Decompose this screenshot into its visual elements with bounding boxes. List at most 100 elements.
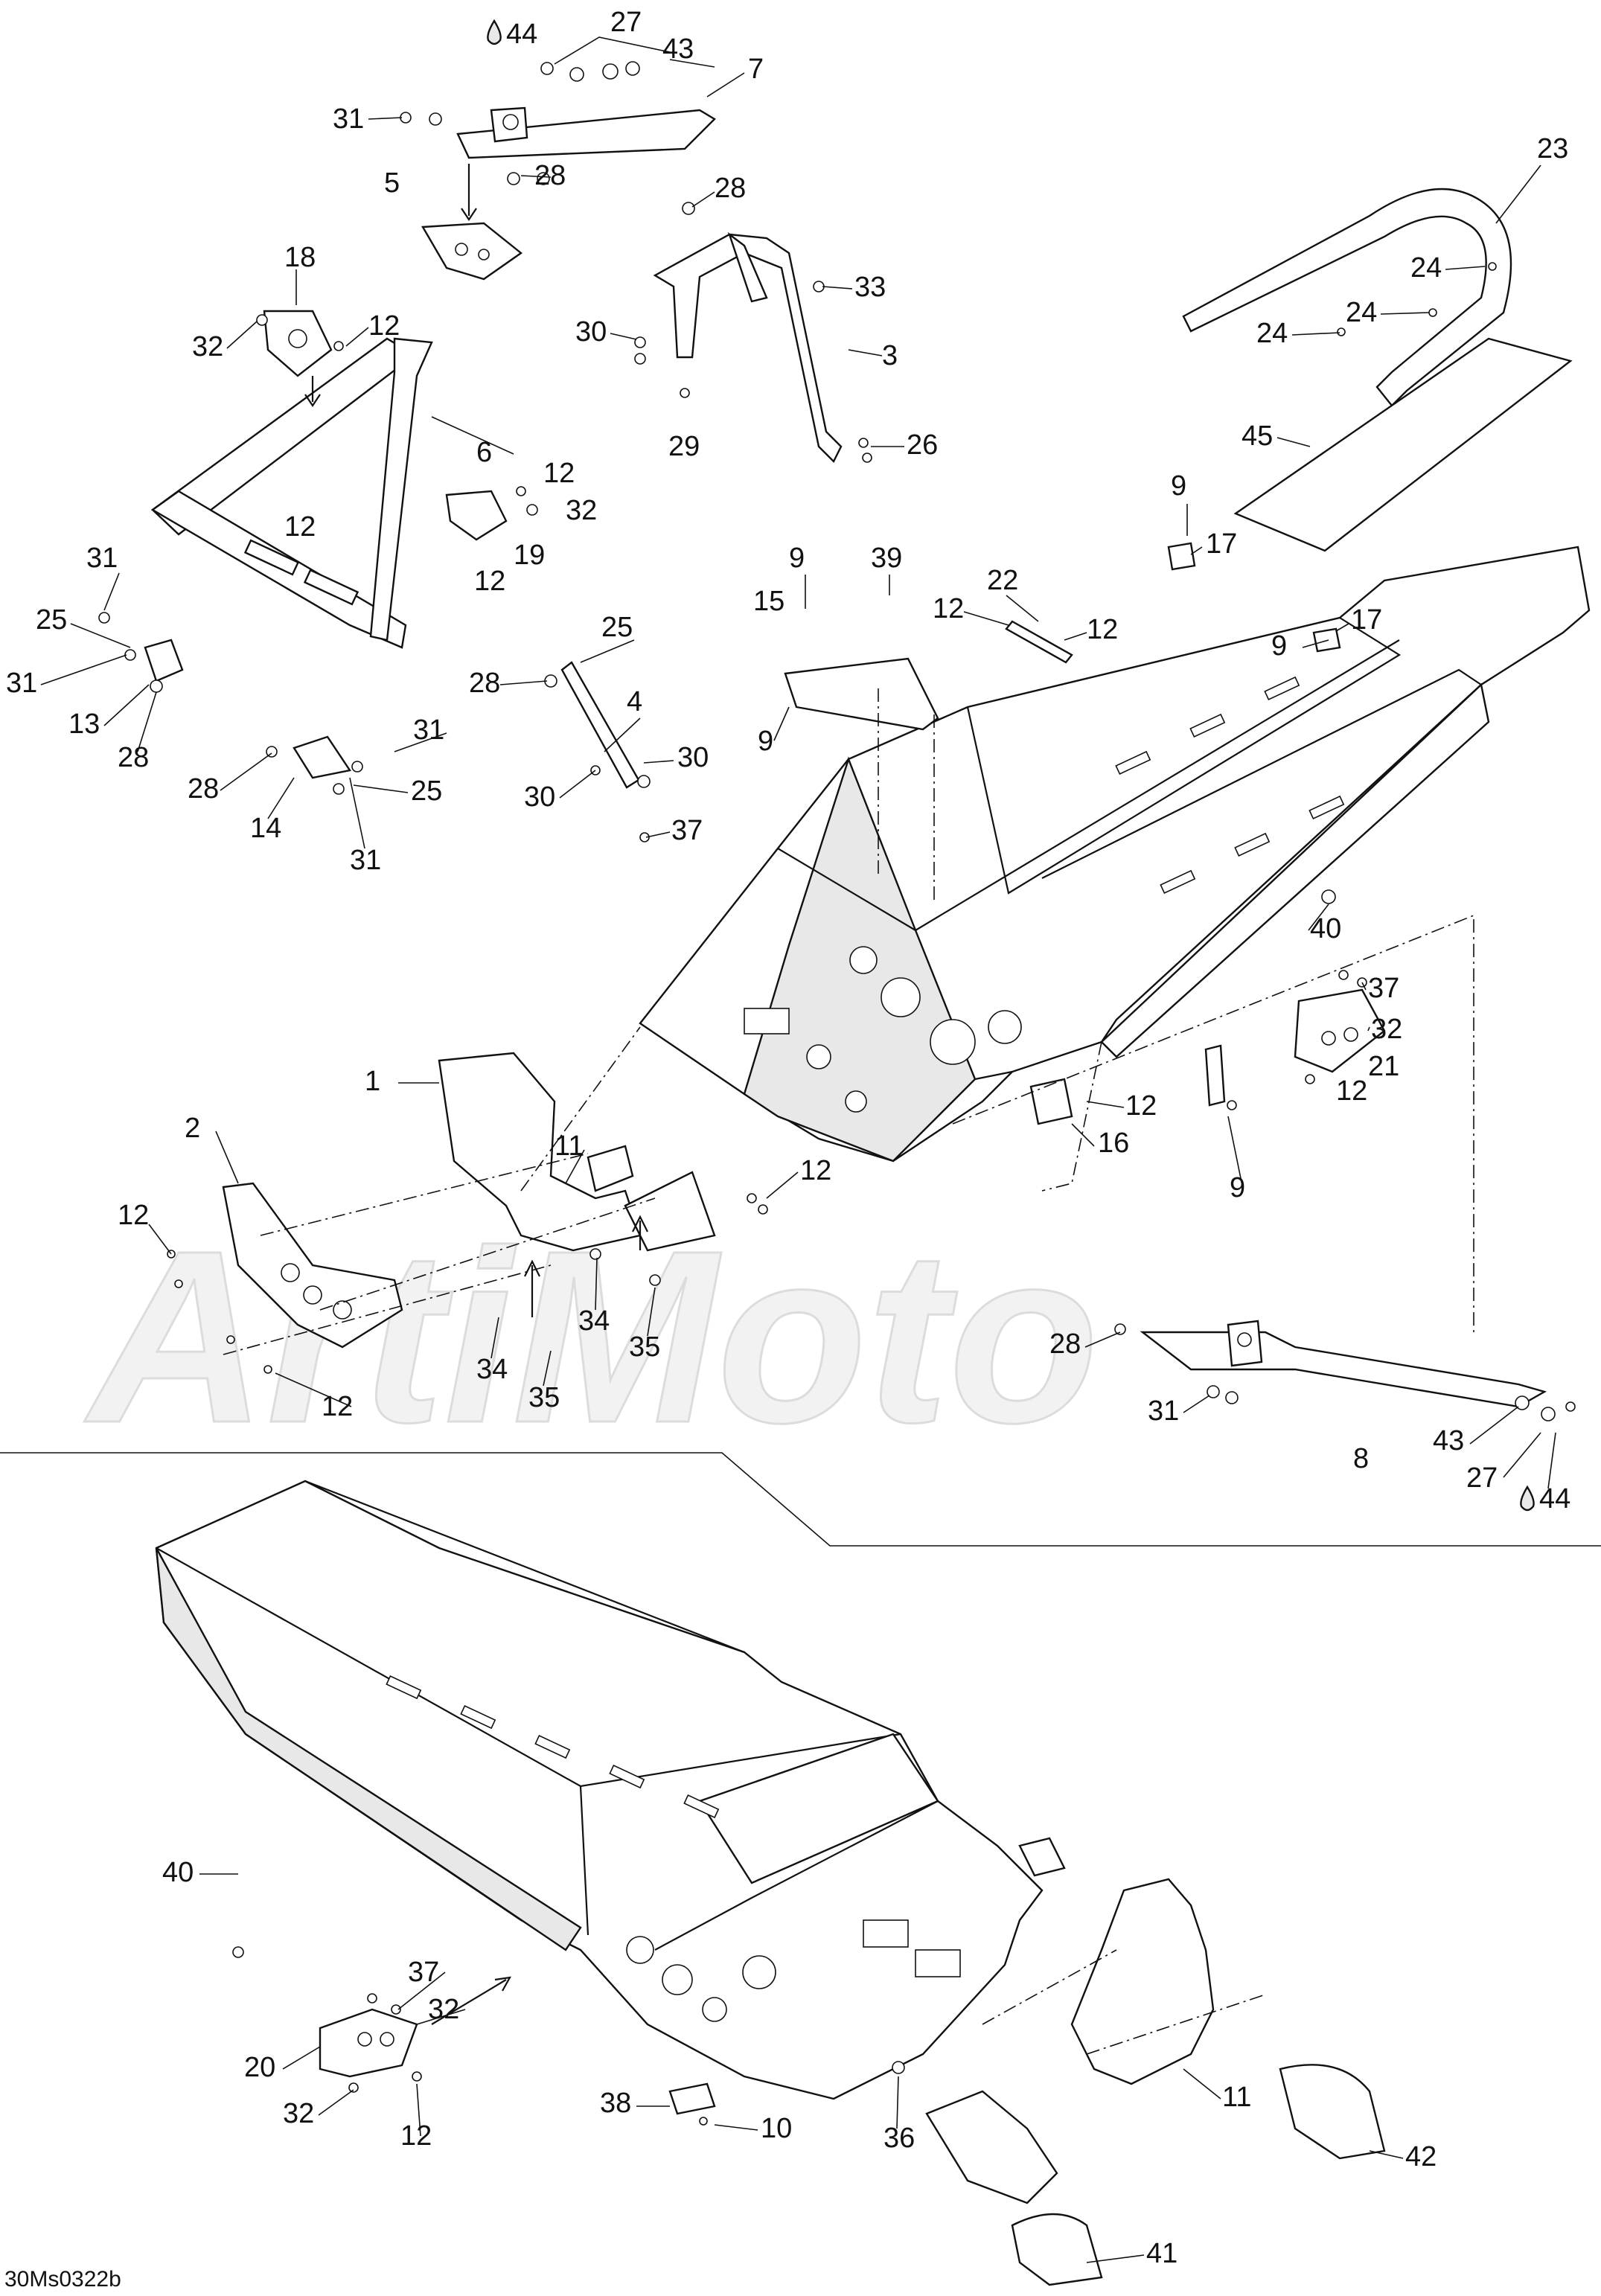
label-22: 22 [987,565,1018,596]
label-1: 1 [365,1066,380,1097]
label-30: 30 [677,742,709,773]
label-12: 12 [1087,614,1118,645]
label-20: 20 [244,2052,275,2083]
label-37: 37 [1368,973,1399,1004]
label-39: 39 [871,543,902,574]
label-12: 12 [284,511,316,543]
label-43: 43 [1433,1425,1464,1456]
label-8: 8 [1353,1443,1369,1474]
label-35: 35 [629,1331,660,1363]
label-21: 21 [1368,1051,1399,1082]
label-32: 32 [1371,1014,1402,1045]
label-9: 9 [758,726,773,757]
label-24: 24 [1410,252,1442,284]
label-6: 6 [476,437,492,468]
label-15: 15 [753,586,784,617]
lower-front-brackets [925,1878,1386,2286]
label-29: 29 [668,431,700,462]
label-5: 5 [384,167,400,199]
label-27: 27 [610,7,642,38]
label-38: 38 [600,2088,631,2119]
label-27: 27 [1466,1462,1498,1494]
label-18: 18 [284,242,316,273]
front-suspension-brackets [167,1052,768,1374]
upper-bracket [421,164,523,281]
label-12: 12 [800,1155,831,1186]
label-28: 28 [534,160,566,191]
label-32: 32 [192,331,223,362]
label-4: 4 [627,686,642,717]
label-40: 40 [162,1857,194,1888]
tie-rod [544,661,651,842]
label-36: 36 [883,2123,915,2154]
part-number-labels: 44 27 43 7 31 28 5 28 33 3 30 29 26 23 2… [6,7,1570,2269]
diagram-reference-code: 30Ms0322b [4,2267,121,2292]
label-33: 33 [854,272,886,303]
label-25: 25 [36,604,67,636]
tunnel-small-parts [784,542,1341,1125]
front-a-frame [150,310,538,649]
label-25: 25 [411,776,442,807]
label-28: 28 [715,173,746,204]
label-12: 12 [400,2120,432,2152]
lower-small-parts [232,1946,905,2126]
label-7: 7 [748,54,764,85]
label-37: 37 [671,815,703,846]
label-35: 35 [528,1382,560,1413]
label-28: 28 [469,668,500,699]
lubricant-drop-icon [1520,1485,1535,1512]
label-44: 44 [506,19,537,50]
label-28: 28 [1049,1328,1081,1360]
label-32: 32 [566,495,597,526]
label-28: 28 [188,773,219,805]
label-28: 28 [118,742,149,773]
label-2: 2 [185,1113,200,1144]
label-42: 42 [1405,2141,1437,2172]
label-3: 3 [882,340,898,371]
label-14: 14 [250,813,281,844]
label-40: 40 [1310,913,1341,944]
label-41: 41 [1146,2238,1177,2269]
small-brackets-left [98,612,363,795]
label-leaders [40,36,1556,2263]
label-26: 26 [907,429,938,461]
label-12: 12 [1336,1075,1367,1107]
label-31: 31 [413,714,444,746]
label-13: 13 [68,709,100,740]
lubricant-drop-icon [487,19,502,45]
label-9: 9 [1271,630,1287,662]
label-10: 10 [761,2113,792,2144]
label-30: 30 [575,316,607,348]
label-12: 12 [543,458,575,489]
label-12: 12 [933,593,964,624]
rear-grab-handle [1182,188,1512,407]
label-44: 44 [1539,1483,1570,1515]
label-9: 9 [1171,470,1186,502]
label-31: 31 [1148,1395,1179,1427]
label-9: 9 [789,543,805,574]
label-34: 34 [476,1354,508,1385]
label-34: 34 [578,1305,610,1337]
label-11: 11 [555,1131,584,1162]
label-19: 19 [514,540,545,571]
label-45: 45 [1242,420,1273,452]
label-12: 12 [474,566,505,597]
label-24: 24 [1346,297,1377,328]
alignment-lines-upper [223,688,1474,1355]
label-12: 12 [118,1200,149,1231]
view-separator [0,1452,1601,1547]
label-24: 24 [1256,318,1288,349]
label-31: 31 [350,845,381,876]
label-30: 30 [524,781,555,813]
rear-mat [1233,262,1573,552]
label-31: 31 [86,543,118,574]
footrest-bracket-right [1294,970,1386,1084]
label-16: 16 [1098,1128,1129,1159]
label-37: 37 [408,1957,439,1988]
label-17: 17 [1206,528,1237,560]
label-31: 31 [333,103,364,135]
tunnel-frame-upper [639,546,1591,1163]
label-43: 43 [662,33,694,65]
label-32: 32 [428,1994,459,2025]
